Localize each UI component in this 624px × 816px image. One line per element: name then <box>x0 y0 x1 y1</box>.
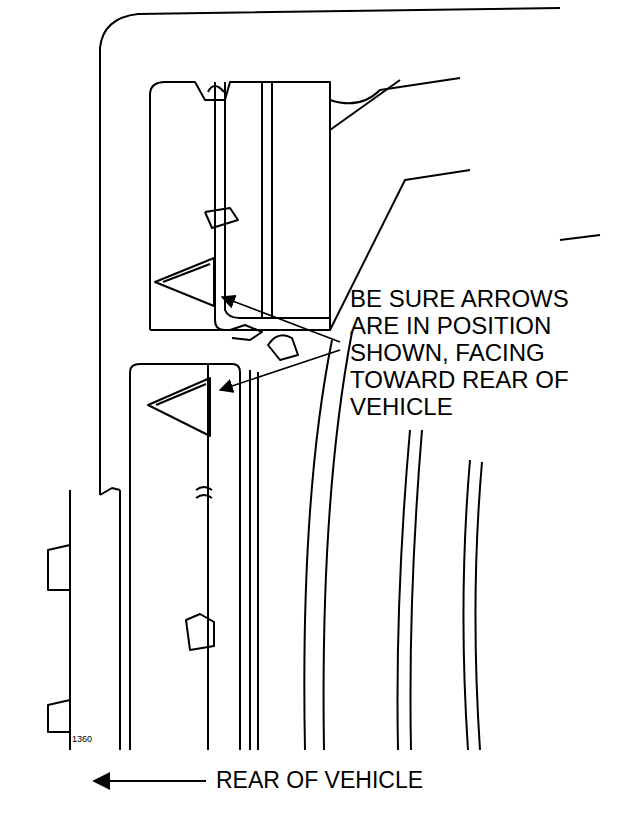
door-edge <box>475 462 482 750</box>
leader-line <box>222 297 340 342</box>
clip <box>208 86 224 92</box>
door-edge <box>410 430 422 750</box>
break-mark <box>196 487 212 498</box>
lower-panel <box>129 372 131 750</box>
bracket <box>48 700 70 732</box>
door-edge <box>398 430 411 750</box>
clip <box>205 208 238 228</box>
frame-step <box>100 488 120 495</box>
upper-bracket <box>150 82 330 330</box>
direction-label: REAR OF VEHICLE <box>216 768 516 794</box>
trim-line <box>560 235 600 240</box>
trim-line <box>330 80 400 130</box>
position-arrow <box>163 264 210 282</box>
trim-line <box>330 78 460 103</box>
figure-number: 1360 <box>72 734 112 744</box>
joint <box>268 335 298 360</box>
channel-line <box>225 82 330 318</box>
position-arrow <box>155 258 214 306</box>
leader-line <box>220 350 340 390</box>
lower-panel <box>249 370 251 750</box>
channel-line <box>271 82 273 318</box>
position-arrow <box>156 384 206 405</box>
outer-frame <box>119 490 121 750</box>
channel-line <box>215 82 225 330</box>
outer-frame <box>100 8 560 495</box>
door-edge <box>463 460 470 750</box>
position-arrow <box>148 378 210 436</box>
channel-line <box>261 82 263 318</box>
lower-panel <box>257 372 259 750</box>
lower-panel <box>207 364 209 750</box>
lower-panel <box>239 372 241 750</box>
door-edge <box>324 332 352 750</box>
direction-arrow <box>94 780 206 782</box>
bracket <box>48 545 70 590</box>
joint <box>230 325 262 340</box>
lower-panel <box>130 364 240 372</box>
bracket <box>69 490 71 750</box>
callout-note: BE SURE ARROWS ARE IN POSITION SHOWN, FA… <box>350 286 618 420</box>
clip <box>186 614 214 650</box>
